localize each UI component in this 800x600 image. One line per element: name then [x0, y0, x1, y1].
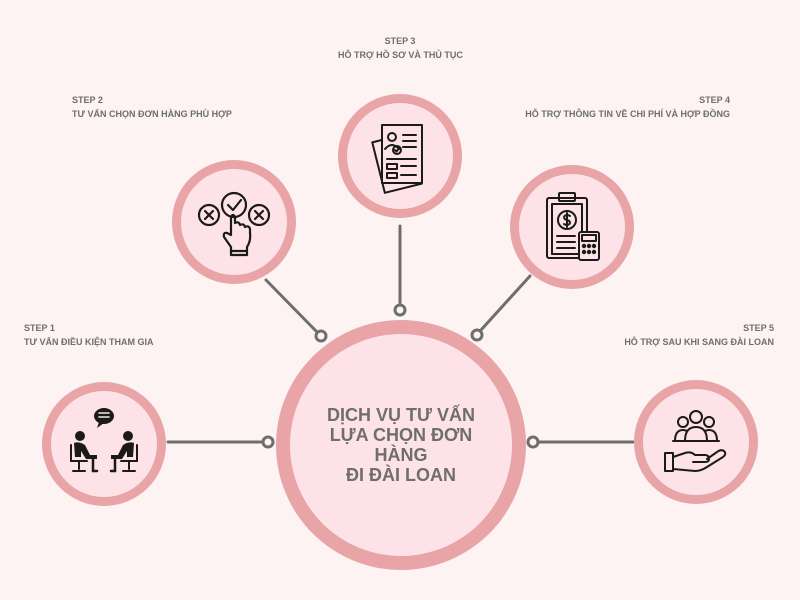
step5-text: HỖ TRỢ SAU KHI SANG ĐÀI LOAN [624, 337, 774, 347]
step4-circle [510, 165, 634, 289]
connector-dot-step2 [314, 329, 328, 343]
step4-label: STEP 4 HỖ TRỢ THÔNG TIN VỀ CHI PHÍ VÀ HỢ… [520, 93, 730, 121]
center-title-line2: LỰA CHỌN ĐƠN HÀNG [329, 425, 473, 465]
cost-calculator-icon [546, 192, 600, 261]
center-title-line1: DỊCH VỤ TƯ VẤN [327, 405, 475, 425]
connector-dot-step5 [526, 435, 540, 449]
step3-text: HỖ TRỢ HỒ SƠ VÀ THỦ TỤC [338, 50, 463, 60]
documents-icon [371, 124, 423, 194]
step1-label: STEP 1 TƯ VẤN ĐIỀU KIỆN THAM GIA [24, 321, 153, 349]
center-title: DỊCH VỤ TƯ VẤN LỰA CHỌN ĐƠN HÀNG ĐI ĐÀI … [301, 405, 501, 485]
center-hub: DỊCH VỤ TƯ VẤN LỰA CHỌN ĐƠN HÀNG ĐI ĐÀI … [276, 320, 526, 570]
step1-title: STEP 1 [24, 323, 55, 333]
step3-label: STEP 3 HỖ TRỢ HỒ SƠ VÀ THỦ TỤC [338, 34, 463, 62]
step4-title: STEP 4 [699, 95, 730, 105]
step5-circle-inner [643, 389, 749, 495]
step2-text: TƯ VẤN CHỌN ĐƠN HÀNG PHÙ HỢP [72, 109, 232, 119]
group-support-icon [664, 410, 727, 472]
step2-circle-inner [181, 169, 287, 275]
step1-circle-inner [51, 391, 157, 497]
center-hub-inner: DỊCH VỤ TƯ VẤN LỰA CHỌN ĐƠN HÀNG ĐI ĐÀI … [290, 334, 512, 556]
connector-dot-step4 [470, 328, 484, 342]
step3-circle-inner [347, 103, 453, 209]
step3-circle [338, 94, 462, 218]
step3-title: STEP 3 [384, 36, 416, 46]
step2-circle [172, 160, 296, 284]
consultation-icon [70, 408, 138, 473]
connector-step4 [479, 274, 532, 332]
step5-title: STEP 5 [743, 323, 774, 333]
step1-circle [42, 382, 166, 506]
step2-title: STEP 2 [72, 95, 103, 105]
step4-circle-inner [519, 174, 625, 280]
choice-check-icon [197, 191, 271, 257]
connector-step2 [264, 278, 318, 333]
connector-dot-step3 [393, 303, 407, 317]
connector-dot-step1 [261, 435, 275, 449]
step2-label: STEP 2 TƯ VẤN CHỌN ĐƠN HÀNG PHÙ HỢP [72, 93, 232, 121]
step5-label: STEP 5 HỖ TRỢ SAU KHI SANG ĐÀI LOAN [560, 321, 774, 349]
step1-text: TƯ VẤN ĐIỀU KIỆN THAM GIA [24, 337, 154, 347]
step5-circle [634, 380, 758, 504]
center-title-line3: ĐI ĐÀI LOAN [346, 465, 456, 485]
step4-text: HỖ TRỢ THÔNG TIN VỀ CHI PHÍ VÀ HỢP ĐỒNG [525, 109, 730, 119]
